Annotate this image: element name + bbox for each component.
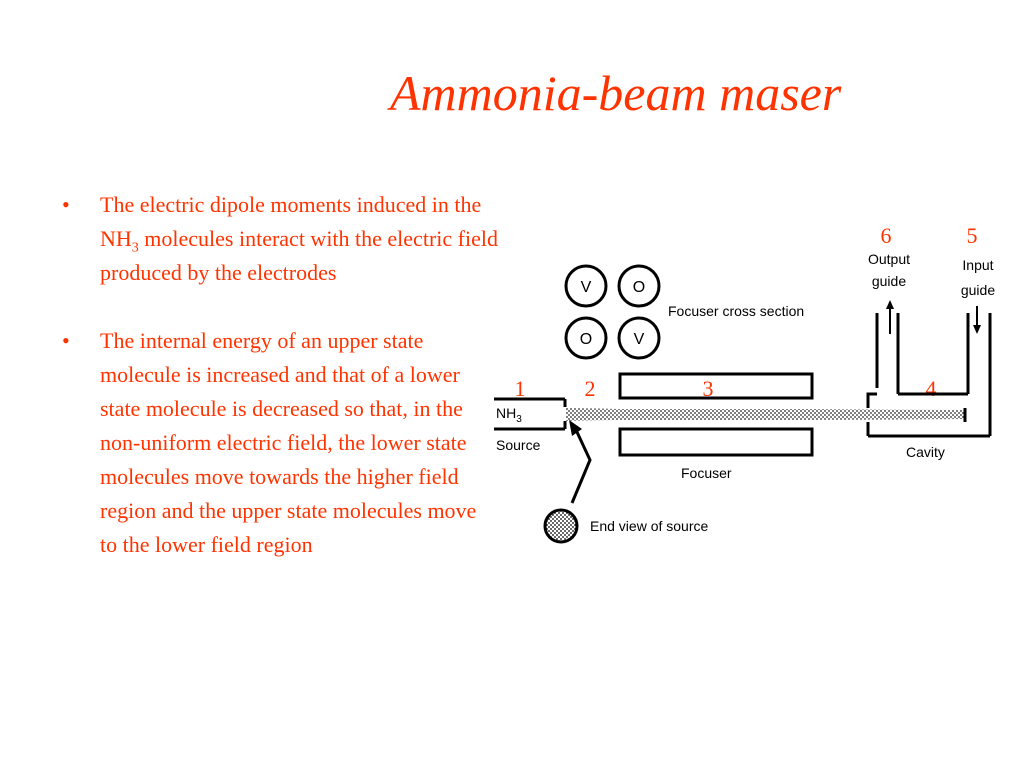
bullet-text-1-end: molecules interact with the electric fie…	[100, 226, 498, 285]
bullet-item-2: • The internal energy of an upper state …	[58, 324, 498, 562]
bullet-list: • The electric dipole moments induced in…	[58, 188, 498, 562]
focuser-upper-electrode	[618, 372, 814, 400]
bullet-item-1: • The electric dipole moments induced in…	[58, 188, 498, 290]
output-guide	[875, 313, 900, 394]
bullet-marker: •	[62, 192, 70, 217]
bullet-text-1-start: The electric dipole moments induced in t…	[100, 192, 482, 251]
electrode-top-left	[564, 264, 608, 308]
bullet-text-1: The electric dipole moments induced in t…	[100, 188, 498, 290]
cavity-label: Cavity	[906, 444, 945, 460]
end-view-label: End view of source	[590, 518, 708, 534]
source-pointer-arrow	[569, 420, 592, 504]
output-guide-label-line2: guide	[872, 273, 906, 289]
focuser-cross-section-label: Focuser cross section	[668, 303, 804, 319]
number-6: 6	[881, 223, 892, 248]
electrode-bottom-right	[617, 316, 661, 360]
number-2: 2	[585, 376, 596, 401]
input-arrow	[973, 306, 981, 334]
bullet-text-1-subscript: 3	[131, 240, 139, 256]
number-5: 5	[967, 223, 978, 248]
output-arrow	[886, 300, 894, 334]
electrode-bottom-left	[564, 316, 608, 360]
cavity	[866, 392, 990, 438]
source-tube	[494, 397, 567, 431]
input-guide-label-line1: Input	[962, 257, 993, 273]
maser-diagram: 1 2 3 4 5 6 V O O V Focuser cross sectio…	[494, 223, 995, 544]
electrode-letter-bottom-left: O	[580, 331, 592, 348]
molecular-beam	[566, 408, 965, 421]
output-guide-label-line1: Output	[868, 251, 910, 267]
source-label: Source	[496, 437, 541, 453]
input-guide-label-line2: guide	[961, 282, 995, 298]
electrode-letter-top-left: V	[581, 279, 592, 296]
slide-title: Ammonia-beam maser	[390, 65, 842, 121]
end-view-of-source-icon	[543, 508, 579, 544]
number-3: 3	[703, 376, 714, 401]
focuser-cross-section	[564, 264, 661, 360]
bullet-text-2: The internal energy of an upper state mo…	[100, 328, 477, 557]
input-guide	[966, 313, 992, 436]
electrode-letter-bottom-right: V	[634, 331, 645, 348]
nh3-label: NH3	[496, 405, 522, 425]
number-1: 1	[515, 376, 526, 401]
electrode-letter-top-right: O	[633, 279, 645, 296]
bullet-marker: •	[62, 328, 70, 353]
number-4: 4	[926, 376, 937, 401]
electrode-top-right	[617, 264, 661, 308]
focuser-lower-electrode	[618, 427, 814, 457]
focuser-label: Focuser	[681, 465, 732, 481]
